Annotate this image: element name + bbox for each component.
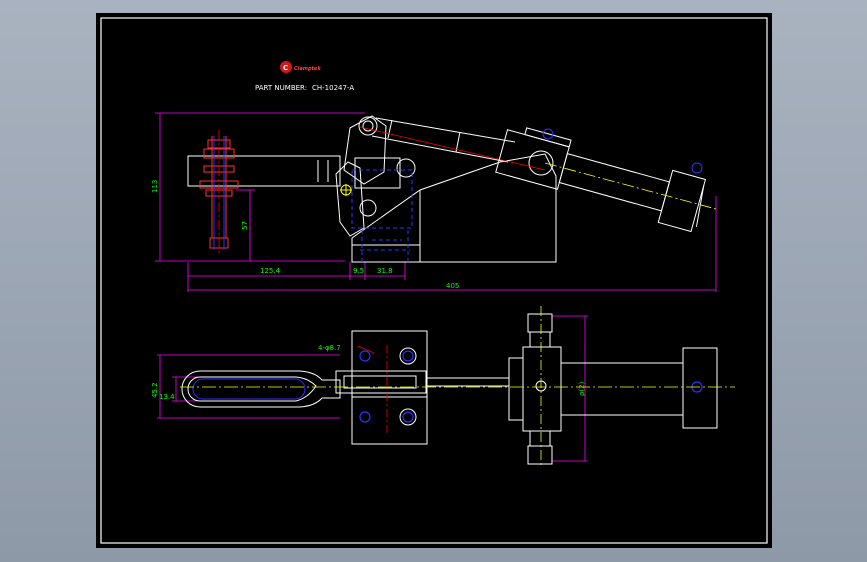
dim-len-9: 9.5 — [353, 267, 364, 275]
dim-cyl-dia: ρ(2) — [578, 381, 586, 396]
brand-logo: C Clamptek — [280, 61, 321, 73]
svg-text:C: C — [283, 64, 288, 72]
dim-len-total: 405 — [446, 282, 459, 290]
front-view: 113 57 125.4 9.5 31.8 405 — [151, 112, 717, 292]
handle-slot-hidden — [192, 378, 306, 400]
part-number: CH-10247-A — [312, 84, 354, 92]
air-cylinder — [495, 127, 707, 233]
top-view-dimension-lines — [157, 315, 588, 462]
logo-mark-icon — [280, 61, 292, 73]
front-view-dimension-lines — [155, 112, 717, 292]
mounting-hole-icons — [359, 350, 414, 423]
cylinder-port-icons — [542, 128, 703, 174]
pivot-pin-icon — [340, 184, 352, 196]
dim-height-total: 113 — [151, 180, 159, 193]
drawing-sheet — [96, 13, 772, 548]
clamp-body — [335, 115, 557, 263]
dim-hole-callout: 4-φ8.7 — [318, 344, 341, 352]
brand-name: Clamptek — [294, 66, 321, 72]
dim-len-31: 31.8 — [377, 267, 393, 275]
base-plate — [335, 330, 510, 445]
hole-leader-line — [357, 345, 375, 354]
cylinder-top — [508, 313, 718, 465]
mounting-hole-outlines — [399, 347, 417, 426]
front-view-hidden-lines — [351, 169, 413, 262]
front-view-dimension-text: 113 57 125.4 9.5 31.8 405 — [151, 180, 459, 290]
dim-len-125: 125.4 — [260, 267, 281, 275]
top-view-dimension-text: 4-φ8.7 45.2 13.4 ρ(2) — [151, 344, 586, 401]
handle-slot — [181, 370, 341, 408]
clamp-handle-bar — [187, 155, 341, 187]
spindle-hidden-lines — [213, 136, 225, 250]
rod-center-line — [359, 126, 546, 171]
connecting-rod — [371, 117, 516, 163]
dim-height-lower: 57 — [241, 221, 249, 230]
dim-slot-13: 13.4 — [159, 393, 175, 401]
cylinder-axis-line — [544, 162, 717, 210]
top-view: 4-φ8.7 45.2 13.4 ρ(2) — [151, 306, 735, 468]
dim-width-45: 45.2 — [151, 382, 159, 398]
part-number-label: PART NUMBER: — [255, 84, 307, 92]
drawing-border — [100, 17, 768, 544]
